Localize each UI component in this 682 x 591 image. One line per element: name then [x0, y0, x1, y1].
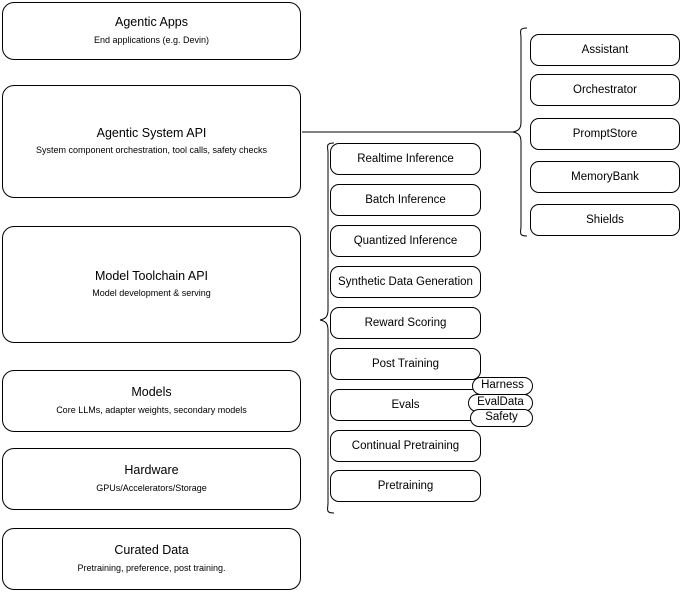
capability-label: Synthetic Data Generation: [338, 275, 473, 288]
layer-agentic-system-api[interactable]: Agentic System API System component orch…: [2, 85, 301, 198]
layer-title: Curated Data: [114, 543, 189, 558]
layer-subtitle: End applications (e.g. Devin): [93, 34, 210, 45]
layer-subtitle: Pretraining, preference, post training.: [77, 562, 226, 573]
layer-title: Agentic Apps: [115, 15, 188, 30]
capability-pretraining[interactable]: Pretraining: [330, 470, 481, 502]
layer-subtitle: GPUs/Accelerators/Storage: [96, 482, 207, 493]
layer-title: Agentic System API: [96, 125, 207, 140]
component-label: MemoryBank: [571, 170, 639, 183]
component-shields[interactable]: Shields: [530, 204, 680, 236]
capability-synthetic-data-generation[interactable]: Synthetic Data Generation: [330, 266, 481, 298]
component-label: PromptStore: [572, 127, 638, 140]
component-label: Assistant: [581, 43, 629, 56]
capability-label: Post Training: [371, 357, 440, 370]
badge-safety[interactable]: Safety: [470, 409, 533, 427]
layer-model-toolchain-api[interactable]: Model Toolchain API Model development & …: [2, 226, 301, 343]
capability-evals[interactable]: Evals: [330, 389, 481, 421]
capability-quantized-inference[interactable]: Quantized Inference: [330, 225, 481, 257]
capability-label: Quantized Inference: [353, 234, 458, 247]
capability-label: Continual Pretraining: [351, 439, 460, 452]
layer-subtitle: Core LLMs, adapter weights, secondary mo…: [56, 404, 247, 415]
capability-label: Batch Inference: [365, 193, 446, 206]
capability-label: Pretraining: [377, 479, 434, 492]
component-promptstore[interactable]: PromptStore: [530, 118, 680, 150]
badge-harness[interactable]: Harness: [472, 377, 533, 395]
layer-curated-data[interactable]: Curated Data Pretraining, preference, po…: [2, 528, 301, 590]
capability-realtime-inference[interactable]: Realtime Inference: [330, 143, 481, 175]
layer-subtitle: Model development & serving: [92, 288, 211, 299]
capability-post-training[interactable]: Post Training: [330, 348, 481, 380]
layer-title: Model Toolchain API: [94, 268, 209, 283]
capability-batch-inference[interactable]: Batch Inference: [330, 184, 481, 216]
layer-models[interactable]: Models Core LLMs, adapter weights, secon…: [2, 370, 301, 432]
component-orchestrator[interactable]: Orchestrator: [530, 74, 680, 106]
layer-subtitle: System component orchestration, tool cal…: [35, 145, 268, 156]
layer-title: Models: [131, 385, 172, 400]
capability-reward-scoring[interactable]: Reward Scoring: [330, 307, 481, 339]
component-label: Orchestrator: [573, 83, 637, 96]
component-memorybank[interactable]: MemoryBank: [530, 161, 680, 193]
capability-label: Evals: [391, 398, 420, 411]
system-components-brace: [512, 27, 528, 237]
capability-label: Realtime Inference: [357, 152, 454, 165]
layer-hardware[interactable]: Hardware GPUs/Accelerators/Storage: [2, 448, 301, 510]
layer-agentic-apps[interactable]: Agentic Apps End applications (e.g. Devi…: [2, 2, 301, 60]
layer-title: Hardware: [124, 463, 179, 478]
component-assistant[interactable]: Assistant: [530, 34, 680, 66]
capability-continual-pretraining[interactable]: Continual Pretraining: [330, 430, 481, 462]
capability-label: Reward Scoring: [364, 316, 447, 329]
component-label: Shields: [586, 213, 624, 226]
